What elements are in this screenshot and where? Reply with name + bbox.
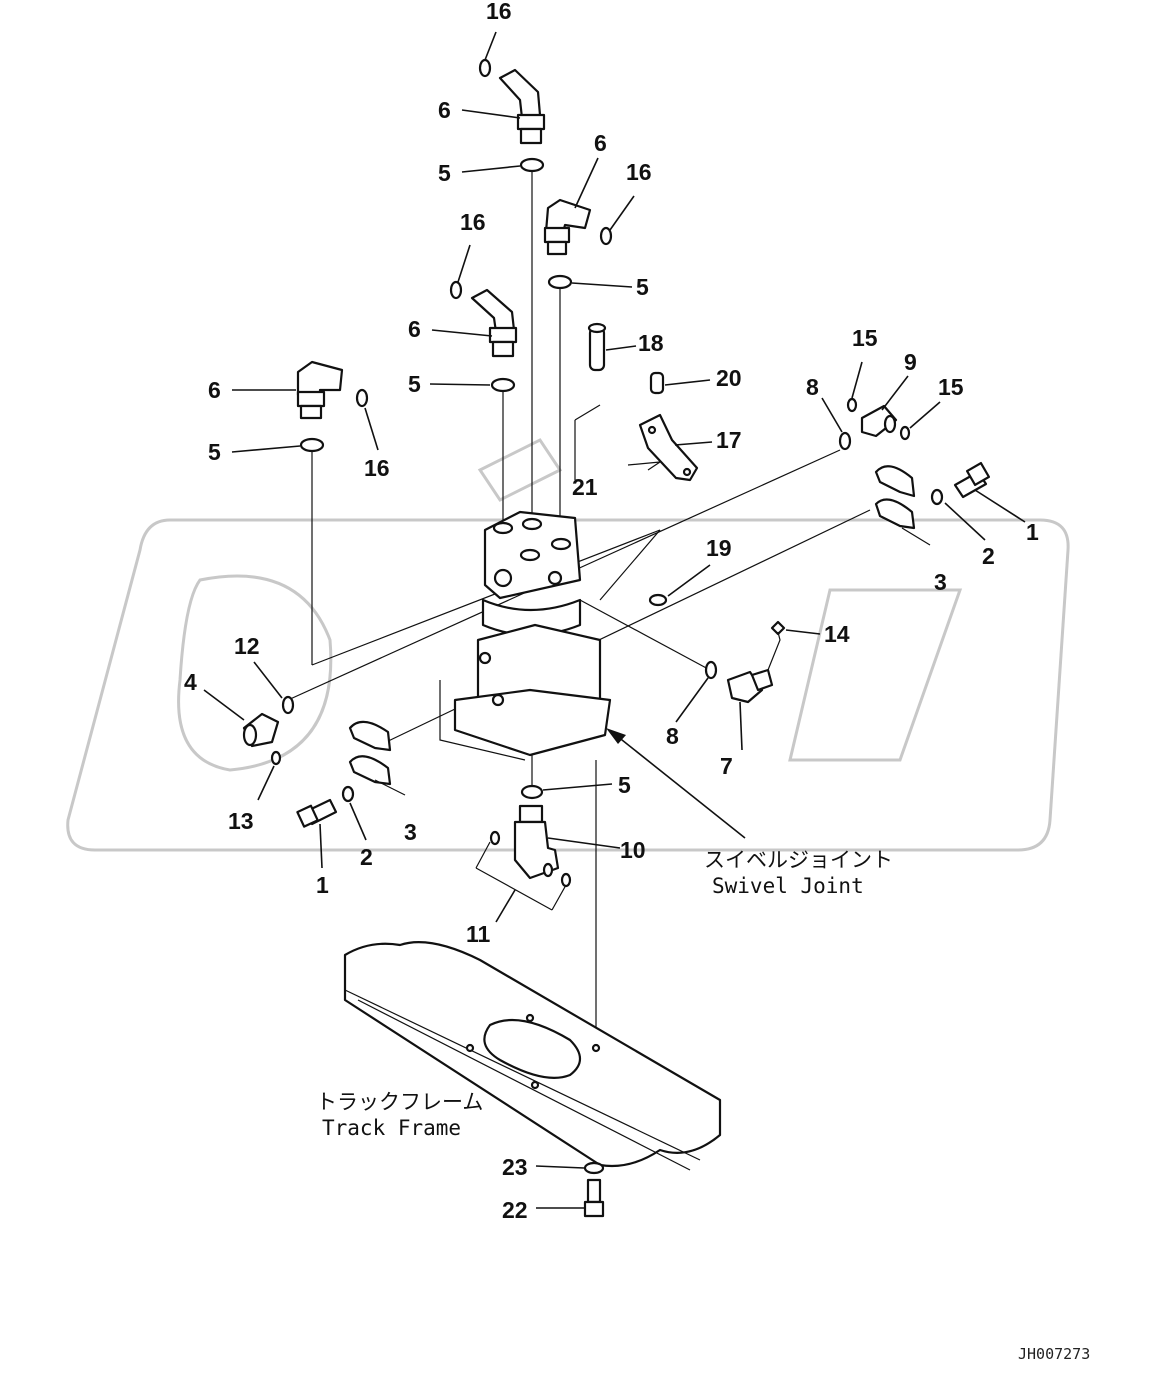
bolt-lower-left: [296, 798, 338, 828]
label-2-left: 2: [360, 844, 373, 870]
label-5-middle: 5: [408, 371, 421, 397]
label-20: 20: [716, 365, 742, 391]
bolt-upper-right: [953, 461, 991, 499]
label-leaders: [203, 31, 1026, 1209]
plate-17: [627, 413, 699, 482]
label-15-left: 15: [852, 325, 878, 351]
fitting-4: [242, 712, 280, 748]
valve-10: [475, 804, 567, 911]
washer-lower-left: [341, 785, 355, 803]
track-frame-caption-en: Track Frame: [322, 1116, 461, 1140]
label-5-upper-right: 5: [636, 274, 649, 300]
captions: スイベルジョイント Swivel Joint トラックフレーム Track Fr…: [316, 848, 1090, 1363]
elbow-fitting-top: [498, 68, 546, 145]
label-8-upper: 8: [806, 374, 819, 400]
fitting-9: [860, 404, 898, 438]
elbow-fitting-left: [296, 360, 344, 420]
o-rings: [270, 58, 911, 888]
swivel-joint-body: [439, 510, 661, 761]
label-3-left: 3: [404, 819, 417, 845]
label-4: 4: [184, 669, 197, 695]
label-5-top: 5: [438, 160, 451, 186]
pin-18: [587, 322, 607, 372]
elbow-fitting-middle: [470, 288, 518, 358]
label-16-top: 16: [486, 0, 512, 24]
washer-23: [583, 1161, 605, 1175]
plug-20: [649, 371, 665, 395]
label-16-left: 16: [364, 455, 390, 481]
track-frame: [343, 941, 722, 1171]
label-3-right: 3: [934, 569, 947, 595]
label-10: 10: [620, 837, 646, 863]
label-5-left: 5: [208, 439, 221, 465]
label-1-left: 1: [316, 872, 329, 898]
clamp-lower-left: [348, 720, 406, 796]
bolt-22: [583, 1178, 605, 1218]
track-frame-caption-jp: トラックフレーム: [316, 1090, 483, 1114]
label-5-lower: 5: [618, 772, 631, 798]
label-22: 22: [502, 1197, 528, 1223]
label-9: 9: [904, 349, 917, 375]
drawing-code: JH007273: [1018, 1345, 1090, 1363]
label-1-right: 1: [1026, 519, 1039, 545]
label-8-lower: 8: [666, 723, 679, 749]
label-16-upper-right: 16: [626, 159, 652, 185]
label-14: 14: [824, 621, 850, 647]
elbow-fitting-upper-right: [543, 198, 592, 256]
label-6-left: 6: [208, 377, 221, 403]
label-2-right: 2: [982, 543, 995, 569]
swivel-joint-caption-en: Swivel Joint: [712, 874, 864, 898]
fitting-7: [726, 631, 781, 704]
label-21: 21: [572, 474, 598, 500]
label-16-middle: 16: [460, 209, 486, 235]
label-23: 23: [502, 1154, 528, 1180]
label-7: 7: [720, 753, 733, 779]
label-6-upper-right: 6: [594, 130, 607, 156]
part-number-labels: 16 6 5 6 16 16 5 6 18 5 20 15 9 15 8 6 5…: [184, 0, 1039, 1223]
label-15-right: 15: [938, 374, 964, 400]
label-17: 17: [716, 427, 742, 453]
washer-upper-right: [930, 488, 944, 506]
label-6-middle: 6: [408, 316, 421, 342]
clamp-upper-right: [874, 465, 931, 546]
label-18: 18: [638, 330, 664, 356]
label-13: 13: [228, 808, 254, 834]
label-19: 19: [706, 535, 732, 561]
label-11: 11: [466, 921, 491, 947]
label-6-top: 6: [438, 97, 451, 123]
swivel-joint-caption-jp: スイベルジョイント: [704, 848, 893, 872]
label-12: 12: [234, 633, 260, 659]
